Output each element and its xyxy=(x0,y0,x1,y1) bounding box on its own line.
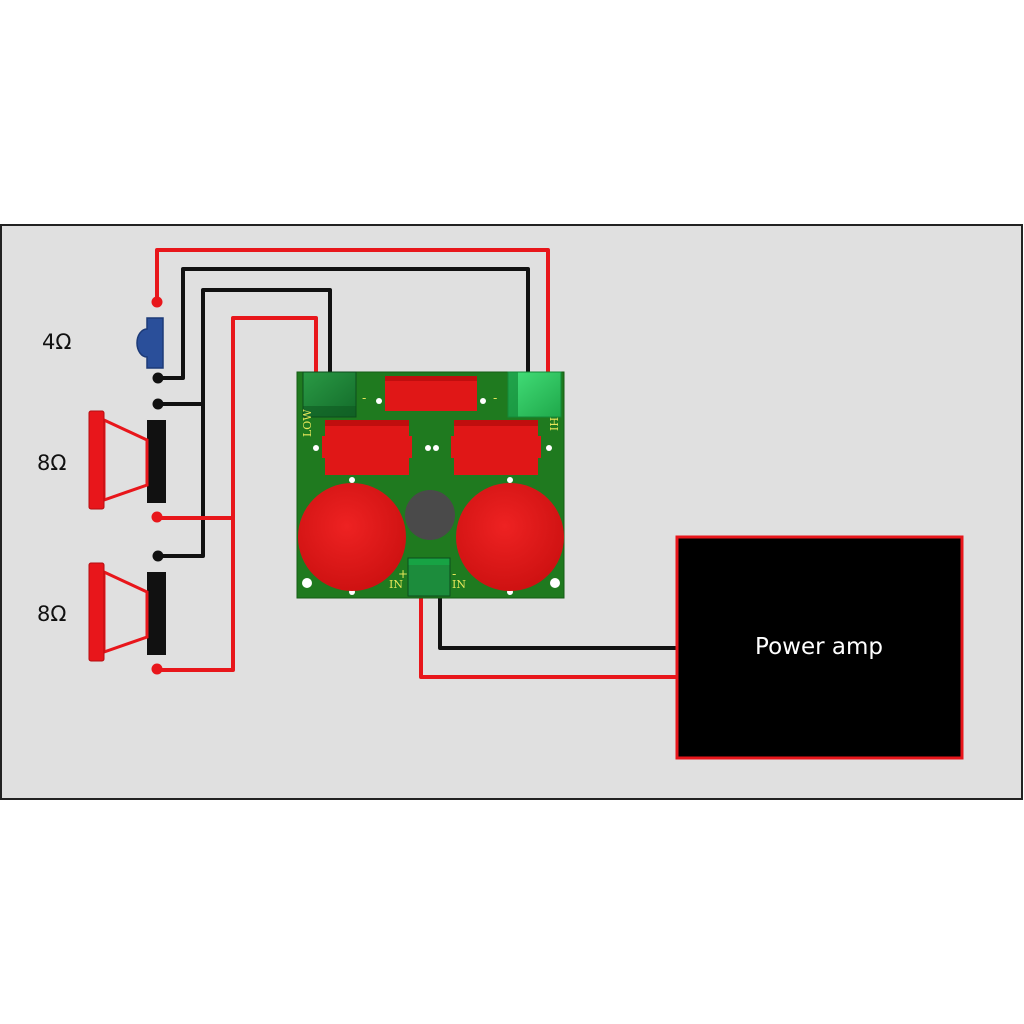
crossover-pcb: LOW HI - - + - IN IN xyxy=(296,371,565,599)
pcb-low-minus: - xyxy=(362,391,366,405)
wire-low-negative xyxy=(158,288,332,558)
tweeter xyxy=(136,296,164,384)
pcb-in-plus: + xyxy=(398,567,408,581)
power-amp: Power amp xyxy=(675,535,964,760)
woofer-2-impedance-label: 8Ω xyxy=(37,602,66,626)
top-resistor xyxy=(376,376,486,411)
wire-low-positive xyxy=(157,316,318,672)
pcb-hi-label: HI xyxy=(547,417,560,431)
woofer-1-impedance-label: 8Ω xyxy=(37,451,66,475)
wire-hi-positive xyxy=(155,248,550,375)
left-coil xyxy=(313,420,431,475)
left-capacitor xyxy=(298,483,406,591)
right-coil xyxy=(433,420,552,475)
hi-output-terminal xyxy=(507,371,562,418)
woofer-1 xyxy=(88,398,166,523)
right-capacitor xyxy=(456,483,564,591)
power-amp-label: Power amp xyxy=(755,634,883,660)
pcb-in-minus: - xyxy=(452,567,456,581)
woofer-2 xyxy=(88,550,166,675)
center-component xyxy=(405,490,455,540)
wire-in-positive xyxy=(419,595,678,679)
wire-in-negative xyxy=(438,595,678,650)
pcb-low-label: LOW xyxy=(301,409,314,437)
wires xyxy=(155,248,678,679)
low-output-terminal xyxy=(302,371,357,418)
pcb-in-right-label: IN xyxy=(452,578,466,591)
wire-hi-negative xyxy=(158,267,530,380)
tweeter-impedance-label: 4Ω xyxy=(42,330,71,354)
input-terminal xyxy=(407,557,451,597)
pcb-in-left-label: IN xyxy=(389,578,403,591)
pcb-hi-minus: - xyxy=(493,391,497,405)
